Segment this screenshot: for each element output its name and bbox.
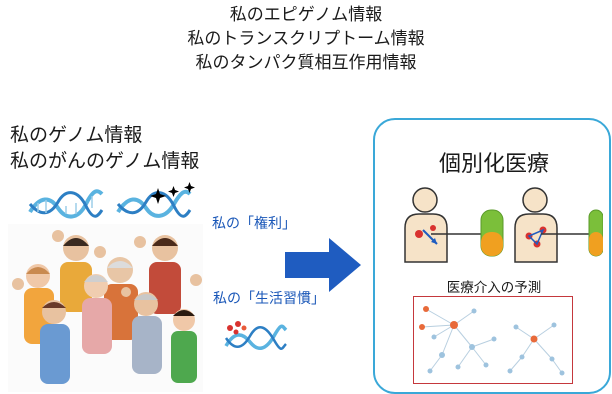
network-diagram-box xyxy=(413,296,573,384)
left-line-2: 私のがんのゲノム情報 xyxy=(10,150,200,172)
arrow-right-icon xyxy=(285,238,361,292)
family-group-photo xyxy=(8,224,203,392)
panel-title: 個別化医療 xyxy=(438,152,549,177)
header-line-3: 私のタンパク質相互作用情報 xyxy=(195,53,417,73)
dna-helix-mutated-icon xyxy=(116,182,195,218)
personalized-medicine-panel: 個別化医療 医療介入の予測 xyxy=(373,118,611,394)
dna-helix-icon xyxy=(28,189,104,219)
dna-lifestyle-icon xyxy=(224,321,288,350)
rights-label: 私の「権利」 xyxy=(212,216,296,232)
habits-label: 私の「生活習慣」 xyxy=(213,291,325,307)
network-graph-icon xyxy=(419,306,565,376)
patient-drug-icon xyxy=(404,187,603,263)
left-line-1: 私のゲノム情報 xyxy=(10,124,143,146)
header-line-2: 私のトランスクリプトーム情報 xyxy=(187,29,425,49)
prediction-label: 医療介入の予測 xyxy=(446,280,542,296)
header-line-1: 私のエピゲノム情報 xyxy=(229,5,383,25)
